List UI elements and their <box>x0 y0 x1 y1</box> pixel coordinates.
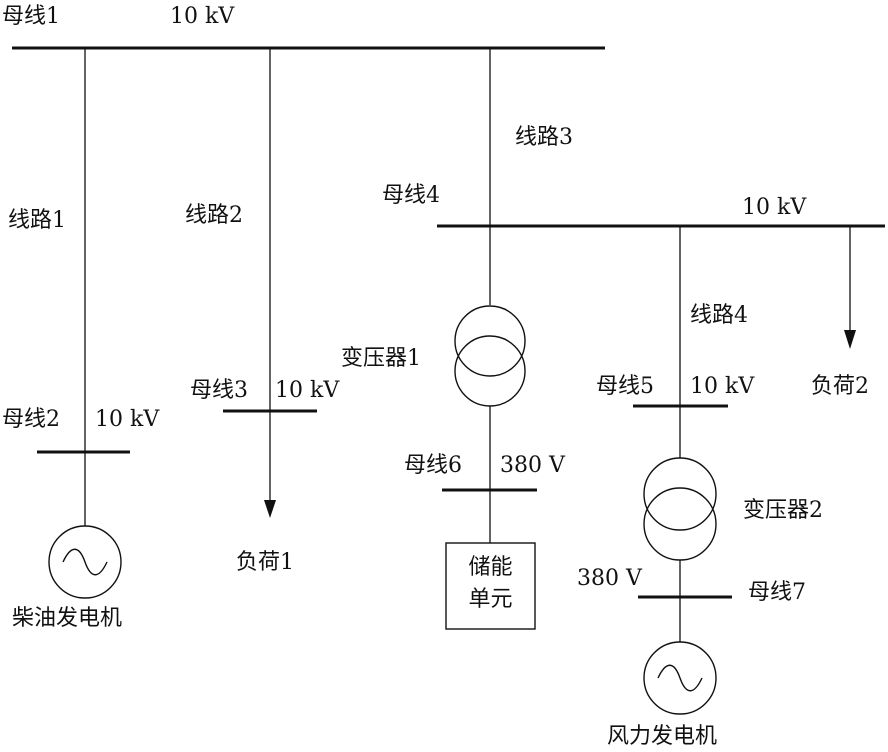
bus4-label: 母线4 <box>382 183 440 208</box>
line1-label: 线路1 <box>8 208 66 233</box>
bus7-label: 母线7 <box>748 580 806 605</box>
wind-voltage-label: 380 V <box>577 566 642 591</box>
transformer1-upper-winding <box>454 305 526 377</box>
wind-generator-icon <box>643 641 717 715</box>
bus3-voltage: 10 kV <box>275 378 340 403</box>
load1-arrow-icon <box>264 500 276 518</box>
bus2-label: 母线2 <box>2 407 60 432</box>
bus6-label: 母线6 <box>404 453 462 478</box>
line4-label: 线路4 <box>690 303 748 328</box>
load1-label: 负荷1 <box>236 550 294 575</box>
storage-unit-label: 储能 单元 <box>446 552 535 616</box>
bus5-voltage: 10 kV <box>690 374 755 399</box>
storage-unit-box <box>445 542 536 630</box>
storage-unit-line2: 单元 <box>468 586 513 612</box>
line3-label: 线路3 <box>515 125 573 150</box>
load2-label: 负荷2 <box>811 374 869 399</box>
storage-unit-line1: 储能 <box>468 555 513 580</box>
bus3-label: 母线3 <box>190 378 248 403</box>
diesel-generator-sine <box>62 548 108 576</box>
bus1-voltage: 10 kV <box>170 4 235 29</box>
diesel-generator-icon <box>48 525 122 599</box>
transformer2-upper-winding <box>643 457 717 531</box>
transformer1-label: 变压器1 <box>341 346 421 371</box>
load2-arrow-icon <box>844 330 856 349</box>
bus5-label: 母线5 <box>596 374 654 399</box>
bus1-label: 母线1 <box>2 4 60 29</box>
bus6-voltage: 380 V <box>500 453 565 478</box>
diesel-generator-label: 柴油发电机 <box>12 606 123 631</box>
transformer1-lower-winding <box>454 335 526 407</box>
line2-label: 线路2 <box>185 203 243 228</box>
wind-generator-label: 风力发电机 <box>607 724 718 749</box>
transformer2-lower-winding <box>643 487 717 561</box>
wind-generator-sine <box>657 664 703 692</box>
bus2-voltage: 10 kV <box>95 407 160 432</box>
transformer2-label: 变压器2 <box>743 498 823 523</box>
bus4-voltage: 10 kV <box>742 195 807 220</box>
